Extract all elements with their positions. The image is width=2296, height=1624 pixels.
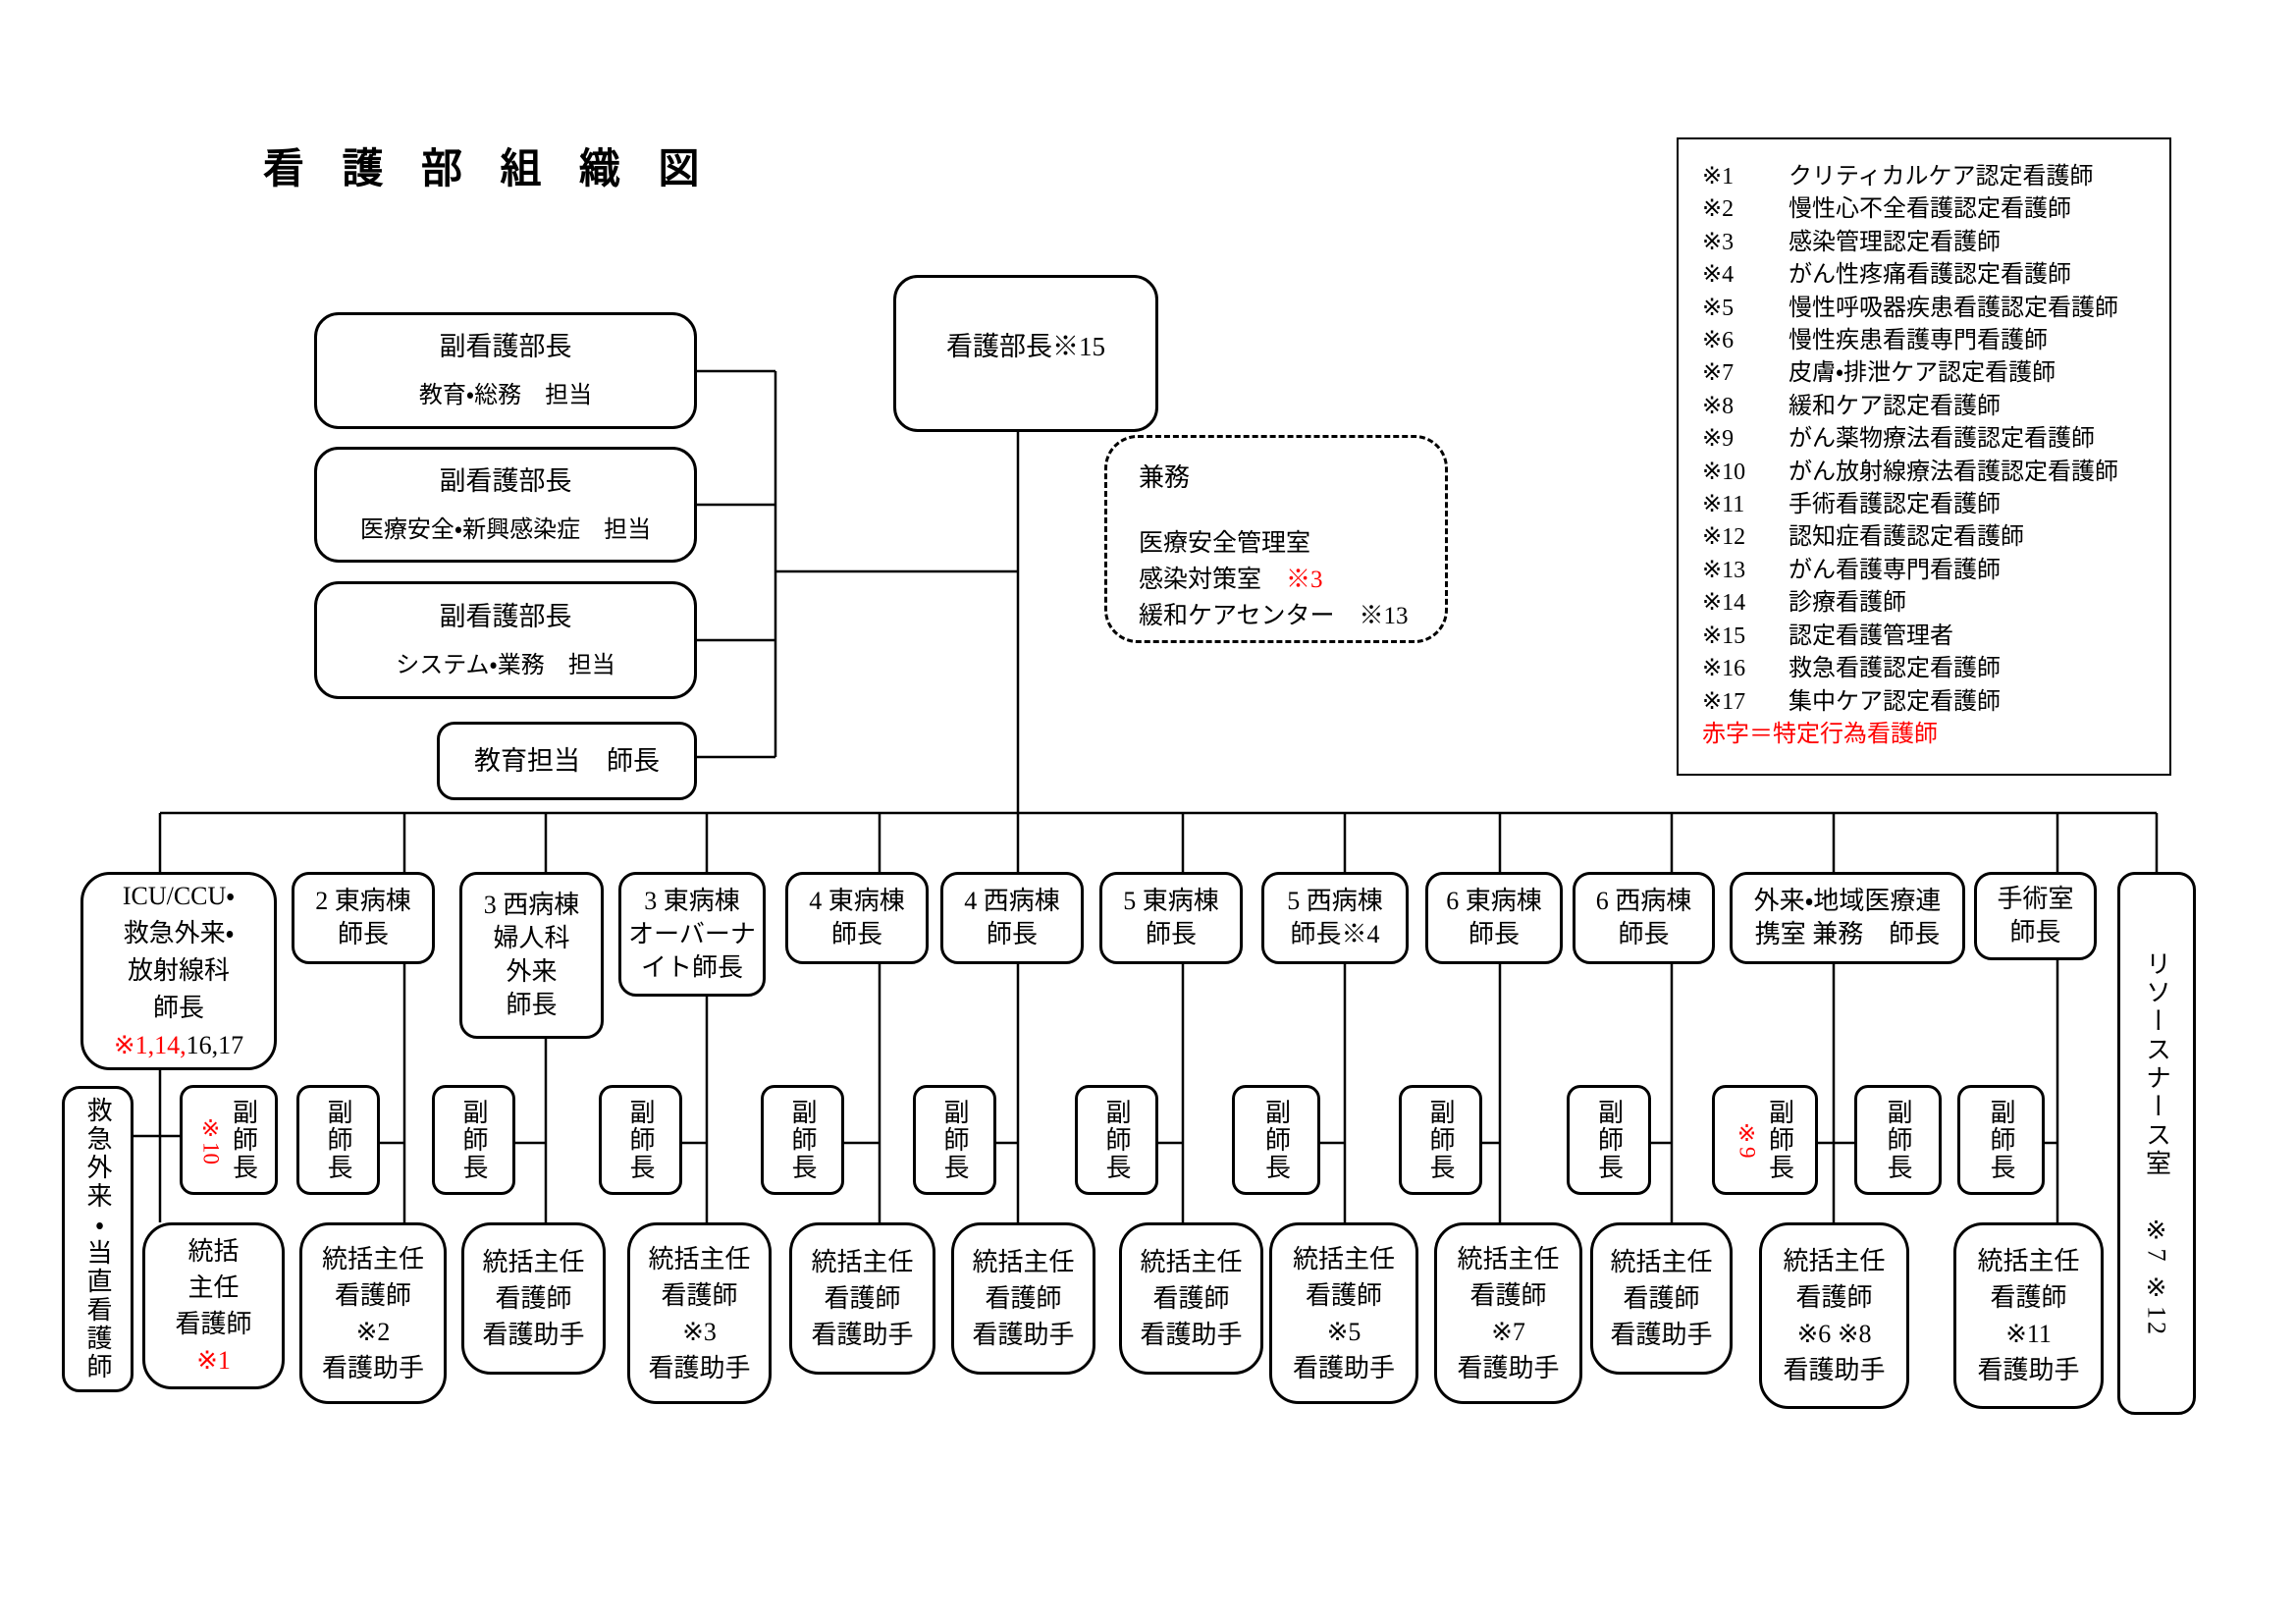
box-staff-4-east: 統括主任看護師看護助手 [789,1222,935,1375]
box-fuku-icu: 副師長※10 [180,1085,278,1195]
box-head-operating-room: 手術室師長 [1974,872,2097,960]
box-deputy-education-general: 副看護部長教育・総務 担当 [314,312,697,429]
box-head-3-west: 3 西病棟婦人科外来師長 [459,872,604,1039]
box-education-head-nurse: 教育担当 師長 [437,722,697,800]
box-fuku-5-west: 副師長 [1232,1085,1320,1195]
box-fuku-operating-room: 副師長 [1957,1085,2045,1195]
box-fuku-outpatient-left: 副師長※9 [1712,1085,1818,1195]
box-staff-3-west: 統括主任看護師看護助手 [461,1222,606,1375]
box-night-duty-nurse: 救急外来・当直看護師 [62,1086,133,1392]
box-staff-4-west: 統括主任看護師看護助手 [951,1222,1095,1375]
page-title: 看 護 部 組 織 図 [263,147,714,192]
box-deputy-system-operations: 副看護部長システム・業務 担当 [314,581,697,699]
box-staff-icu: 統括主任看護師※1 [142,1222,285,1389]
box-head-5-west: 5 西病棟師長※4 [1261,872,1409,964]
box-head-4-west: 4 西病棟師長 [940,872,1084,964]
box-head-6-west: 6 西病棟師長 [1573,872,1715,964]
box-fuku-3-east: 副師長 [599,1085,682,1195]
box-staff-6-west: 統括主任看護師看護助手 [1590,1222,1733,1375]
box-fuku-4-east: 副師長 [761,1085,844,1195]
box-nursing-director: 看護部長※15 [893,275,1158,432]
box-head-2-east: 2 東病棟師長 [292,872,435,964]
box-resource-nurse-room: リソースナース室 ※7 ※12 [2117,872,2196,1415]
box-head-4-east: 4 東病棟師長 [785,872,929,964]
box-fuku-6-east: 副師長 [1399,1085,1482,1195]
legend-footnote: 赤字＝特定行為看護師 [1702,721,1938,747]
box-staff-5-east: 統括主任看護師看護助手 [1119,1222,1263,1375]
box-fuku-3-west: 副師長 [432,1085,515,1195]
box-head-icu-ccu: ICU/CCU・救急外来・放射線科師長※1,14,16,17 [80,872,277,1070]
box-head-6-east: 6 東病棟師長 [1425,872,1563,964]
box-fuku-4-west: 副師長 [913,1085,996,1195]
box-head-3-east-overnight: 3 東病棟オーバーナイト師長 [618,872,766,997]
box-fuku-6-west: 副師長 [1567,1085,1651,1195]
box-fuku-5-east: 副師長 [1075,1085,1158,1195]
box-deputy-safety-infection: 副看護部長医療安全・新興感染症 担当 [314,447,697,563]
concurrent-heading: 兼務 [1139,463,1191,492]
box-fuku-outpatient-right: 副師長 [1854,1085,1942,1195]
box-head-5-east: 5 東病棟師長 [1099,872,1243,964]
box-head-outpatient-liaison: 外来・地域医療連携室 兼務 師長 [1730,872,1965,964]
box-fuku-2-east: 副師長 [296,1085,380,1195]
